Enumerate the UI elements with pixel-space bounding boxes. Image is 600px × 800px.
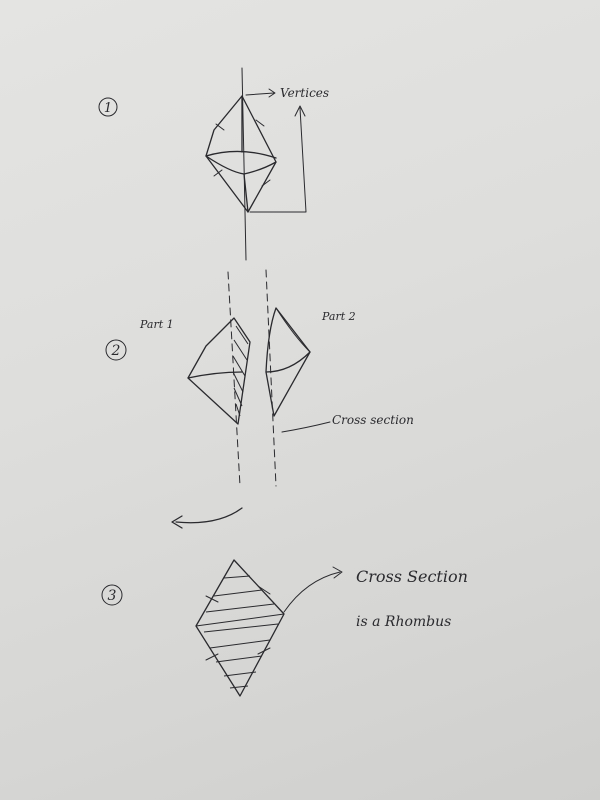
part-1-axis (227, 271, 241, 487)
solid-outline (205, 95, 277, 213)
caption-arrowhead (332, 566, 343, 579)
equator-back (205, 150, 277, 159)
rhombus-outline (195, 559, 285, 697)
part-2-equator (265, 351, 311, 373)
rhombus-side-ticks (205, 585, 271, 661)
part-1-label: Part 1 (139, 318, 174, 331)
step-1-group: 1 Vertices (98, 67, 329, 261)
caption-line-1: Cross Section (356, 567, 468, 586)
part-2-axis (265, 269, 277, 487)
part-2-back-edge (275, 307, 311, 353)
part-2-outline (265, 307, 311, 417)
front-edge-bottom (243, 173, 249, 213)
step-2-group: 2 Part 1 Part 2 Cross section (105, 269, 414, 529)
part-1-cut-face-hatch (232, 325, 249, 417)
part-1-equator (187, 371, 243, 379)
vertices-arrow (245, 92, 275, 96)
rhombus-diagonal (195, 613, 285, 627)
transition-arrowhead (171, 515, 183, 529)
vertices-arrowhead (268, 88, 276, 98)
caption-line-2: is a Rhombus (356, 614, 451, 630)
step-2-circle (105, 339, 127, 361)
cross-section-label: Cross section (332, 413, 414, 427)
rhombus-hatch (203, 575, 279, 689)
equator-front (205, 155, 277, 175)
step-3-group: 3 Cross Section is a Rhombus (101, 559, 468, 697)
part-2-label: Part 2 (321, 310, 356, 323)
vertices-label: Vertices (280, 86, 329, 100)
vertex-bracket-arrowhead (294, 105, 306, 117)
step-3-number: 3 (108, 588, 117, 604)
caption-arrow (283, 571, 341, 613)
transition-arrow (175, 507, 243, 524)
step-3-circle (101, 584, 123, 606)
step-1-number: 1 (104, 101, 112, 116)
axis-line (241, 67, 247, 261)
part-1-outline (187, 317, 251, 425)
step-1-circle (98, 97, 118, 117)
step-2-number: 2 (111, 343, 121, 359)
cross-section-pointer (281, 421, 331, 433)
vertex-bracket (249, 107, 307, 213)
edge-ticks (213, 119, 271, 187)
